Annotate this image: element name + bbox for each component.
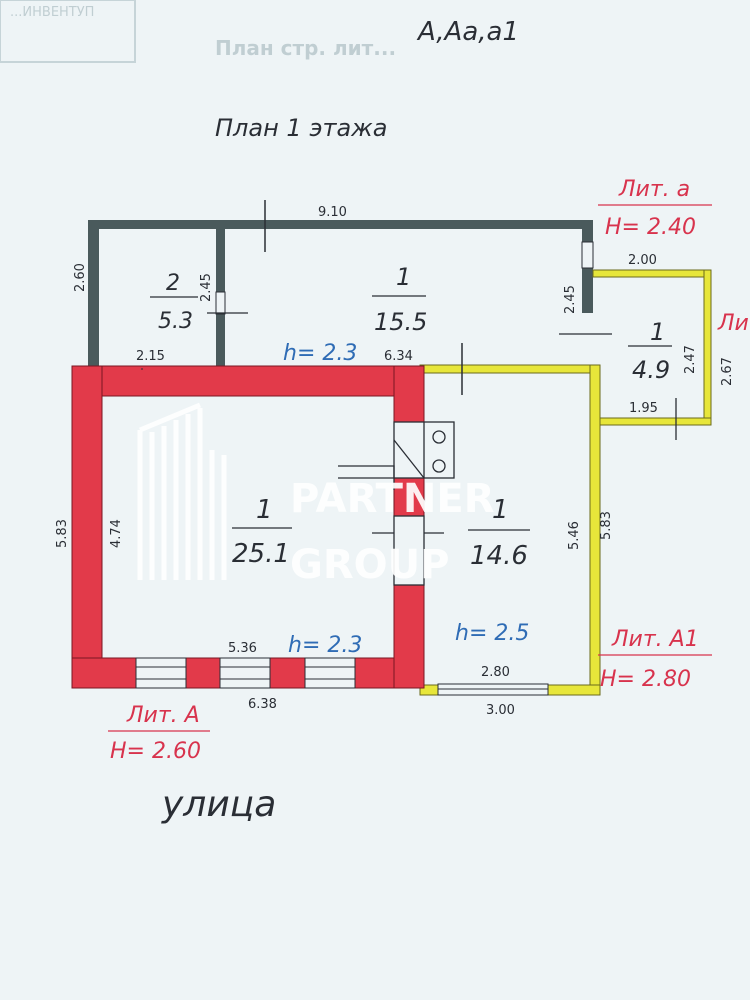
partner-group-watermark: PARTNER GROUP <box>137 402 495 588</box>
room-label-1-main: 1 25.1 <box>232 495 292 569</box>
dim-left-small: 2.60 <box>73 263 88 292</box>
svg-text:Лит. А: Лит. А <box>126 703 200 728</box>
room-number: 1 <box>396 263 411 291</box>
liter-a-top-label: Лит. а H= 2.40 <box>598 177 712 240</box>
dim-left-outer: 5.83 <box>55 519 70 548</box>
room-label-1-right: 1 14.6 <box>468 495 530 571</box>
dim-bottom-inner-a1: 2.80 <box>481 665 510 680</box>
dim-right-outer: 5.83 <box>599 511 614 540</box>
svg-text:H= 2.80: H= 2.80 <box>600 667 691 692</box>
room-number: 1 <box>256 495 273 525</box>
header-stamp: ...ИНВЕНТУП План стр. лит... <box>0 0 396 63</box>
height-main: h= 2.3 <box>288 633 362 658</box>
dim-left-inner: 4.74 <box>109 519 124 548</box>
room-label-2: 2 5.3 <box>150 271 198 334</box>
dim-right-inner: 5.46 <box>567 521 582 550</box>
plan-title: План 1 этажа <box>215 114 388 142</box>
dim-room2-height: 2.45 <box>199 273 214 302</box>
watermark-line1: PARTNER <box>290 476 495 522</box>
height-right: h= 2.5 <box>455 621 529 646</box>
liter-a-walls <box>71 365 425 689</box>
handwritten-id: A,Aa,a1 <box>416 17 519 47</box>
watermark-logo-icon <box>137 402 227 580</box>
stamp-left-text: ...ИНВЕНТУП <box>10 5 94 20</box>
liter-annex-cut: Ли <box>717 311 749 336</box>
liter-a-openings <box>215 241 594 315</box>
stamp-right-text: План стр. лит... <box>215 36 396 60</box>
dim-room1-top-width: 6.34 <box>384 349 413 364</box>
room-area: 25.1 <box>232 539 290 569</box>
stove <box>338 421 455 586</box>
svg-text:Лит. А1: Лит. А1 <box>611 627 699 652</box>
room-area: 5.3 <box>158 309 193 334</box>
dim-bottom-outer-a1: 3.00 <box>486 703 515 718</box>
liter-a-windows <box>135 657 356 689</box>
liter-a-label: Лит. А H= 2.60 <box>108 703 210 764</box>
dim-bottom-outer-a: 6.38 <box>248 697 277 712</box>
room-area: 15.5 <box>374 308 427 336</box>
room-label-1-annex: 1 4.9 <box>628 318 672 384</box>
room-number: 1 <box>650 318 665 346</box>
dim-room2-width: 2.15 <box>136 349 165 364</box>
room-area: 4.9 <box>632 356 670 384</box>
svg-text:H= 2.40: H= 2.40 <box>605 215 696 240</box>
height-top: h= 2.3 <box>283 341 357 366</box>
dim-annex-width-bottom: 1.95 <box>629 401 658 416</box>
liter-a1-window <box>437 683 549 696</box>
svg-text:H= 2.60: H= 2.60 <box>110 739 201 764</box>
room-number: 1 <box>492 495 509 525</box>
dim-annex-height-outer: 2.67 <box>720 357 735 386</box>
svg-text:Лит. а: Лит. а <box>618 177 690 202</box>
dim-top-total: 9.10 <box>318 205 347 220</box>
watermark-line2: GROUP <box>290 542 449 588</box>
liter-a1-label: Лит. А1 H= 2.80 <box>598 627 712 692</box>
dim-annex-width-top: 2.00 <box>628 253 657 268</box>
room-label-1-top: 1 15.5 <box>372 263 427 336</box>
room-area: 14.6 <box>470 541 528 571</box>
dim-bottom-inner-a: 5.36 <box>228 641 257 656</box>
dim-side-door: 2.45 <box>563 285 578 314</box>
room-number: 2 <box>166 271 180 296</box>
dim-annex-height-inner: 2.47 <box>683 345 698 374</box>
street-label: улица <box>161 784 276 825</box>
